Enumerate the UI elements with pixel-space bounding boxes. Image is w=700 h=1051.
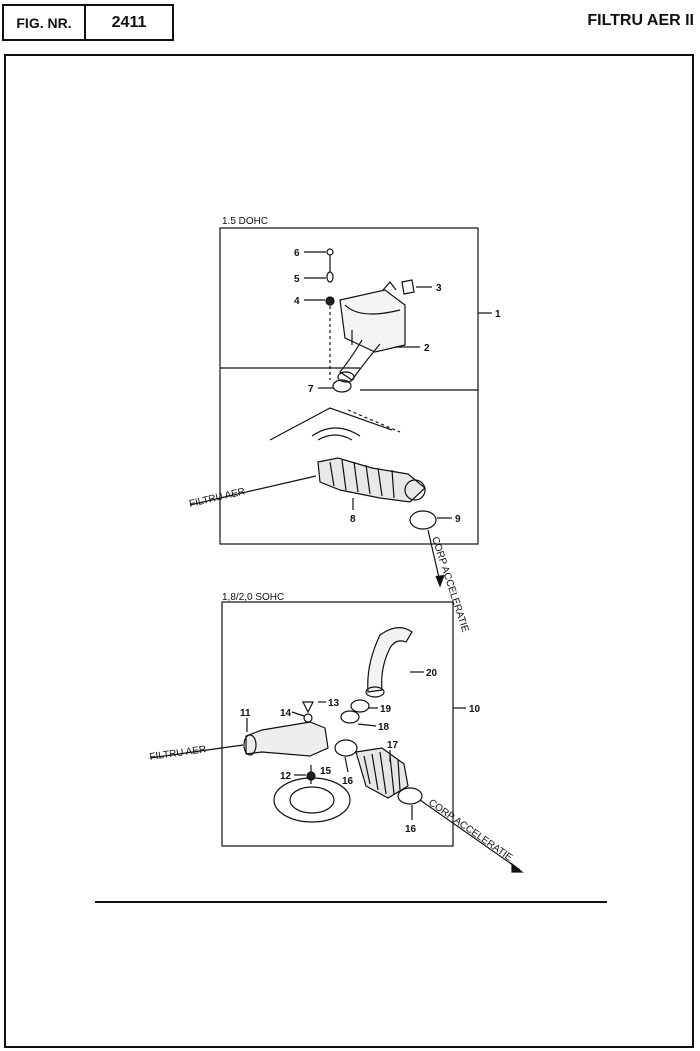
diagram-frame — [4, 54, 694, 1048]
callout-12: 12 — [280, 771, 292, 782]
panel-top-title: 1.5 DOHC — [222, 216, 268, 227]
callout-1: 1 — [495, 309, 501, 320]
figure-number: 2411 — [111, 13, 147, 31]
panel-bottom — [149, 601, 524, 873]
page-title: FILTRU AER II — [587, 12, 694, 29]
callout-7: 7 — [308, 384, 314, 395]
figure-number-box: FIG. NR. 2411 — [2, 4, 174, 41]
callout-16-left: 16 — [342, 776, 354, 787]
callout-2: 2 — [424, 343, 430, 354]
callout-6: 6 — [294, 248, 300, 259]
callout-5: 5 — [294, 274, 300, 285]
callout-13: 13 — [328, 698, 340, 709]
callout-15: 15 — [320, 766, 332, 777]
callout-18: 18 — [378, 722, 390, 733]
callout-20: 20 — [426, 668, 438, 679]
callout-8: 8 — [350, 514, 356, 525]
callout-3: 3 — [436, 283, 442, 294]
panel-top-border — [219, 227, 479, 545]
panel-top — [189, 227, 492, 588]
callout-11: 11 — [240, 708, 251, 719]
panel-top-throttle-label: CORP ACCELERATIE — [429, 536, 470, 634]
callout-9: 9 — [455, 514, 461, 525]
callout-16-right: 16 — [405, 824, 417, 835]
callout-19: 19 — [380, 704, 392, 715]
panel-bottom-throttle-label: CORP ACCELERATIE — [426, 797, 514, 863]
figure-label: FIG. NR. — [4, 6, 86, 39]
callout-17: 17 — [387, 740, 399, 751]
callout-4: 4 — [294, 296, 300, 307]
panel-top-filter-label: FILTRU AER — [188, 486, 246, 510]
panel-bottom-title: 1,8/2,0 SOHC — [222, 592, 284, 603]
callout-14: 14 — [280, 708, 292, 719]
callout-10: 10 — [469, 704, 481, 715]
panel-bottom-filter-label: FILTRU AER — [149, 744, 207, 763]
panel-bottom-border — [221, 601, 454, 847]
